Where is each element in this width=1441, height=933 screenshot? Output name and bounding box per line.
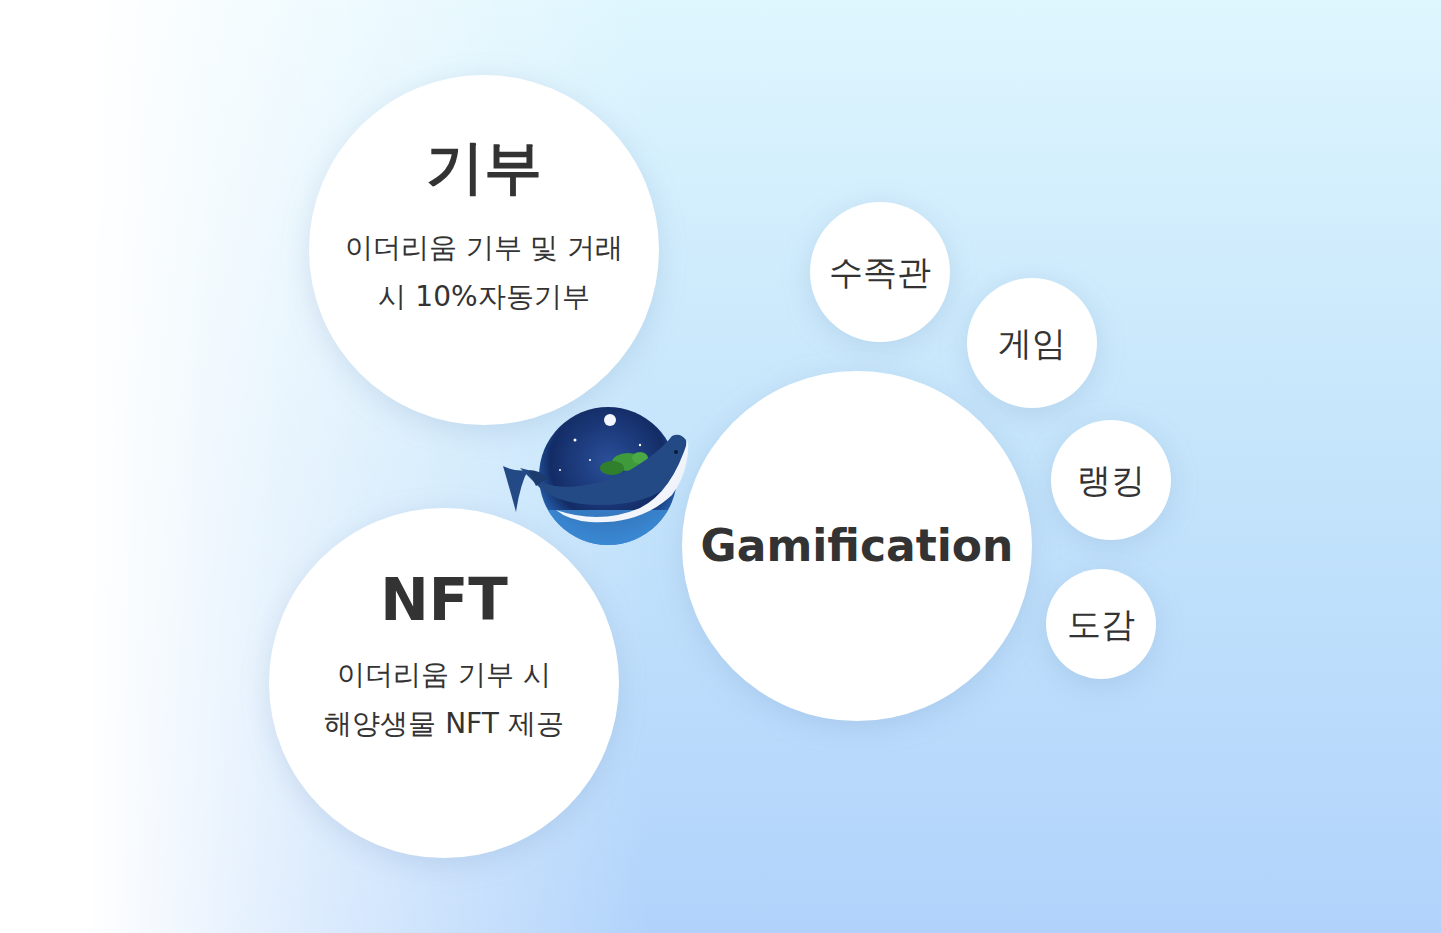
circle-node: Gamification (682, 371, 1032, 721)
circle-node: 게임 (967, 278, 1097, 408)
circle-node: 도감 (1046, 569, 1156, 679)
node-heading: 수족관 (829, 252, 931, 293)
node-content: 수족관 (810, 202, 950, 342)
node-heading: 게임 (998, 323, 1066, 364)
node-content: Gamification (682, 371, 1032, 721)
circle-node: 랭킹 (1051, 420, 1171, 540)
node-body: 이더리움 기부 시 해양생물 NFT 제공 (299, 650, 589, 748)
node-heading: 기부 (426, 133, 542, 203)
circle-node: NFT 이더리움 기부 시 해양생물 NFT 제공 (269, 508, 619, 858)
node-content: 도감 (1046, 569, 1156, 679)
node-body: 이더리움 기부 및 거래 시 10%자동기부 (334, 223, 634, 321)
circle-node: 기부이더리움 기부 및 거래 시 10%자동기부 (309, 75, 659, 425)
node-content: 랭킹 (1051, 420, 1171, 540)
whale (503, 435, 688, 523)
node-content: 기부이더리움 기부 및 거래 시 10%자동기부 (309, 75, 659, 425)
node-heading: Gamification (701, 520, 1014, 573)
node-content: NFT 이더리움 기부 시 해양생물 NFT 제공 (269, 508, 619, 858)
node-heading: 랭킹 (1077, 460, 1145, 501)
node-content: 게임 (967, 278, 1097, 408)
node-heading: 도감 (1067, 604, 1135, 645)
node-heading: NFT (380, 566, 508, 636)
circle-node: 수족관 (810, 202, 950, 342)
